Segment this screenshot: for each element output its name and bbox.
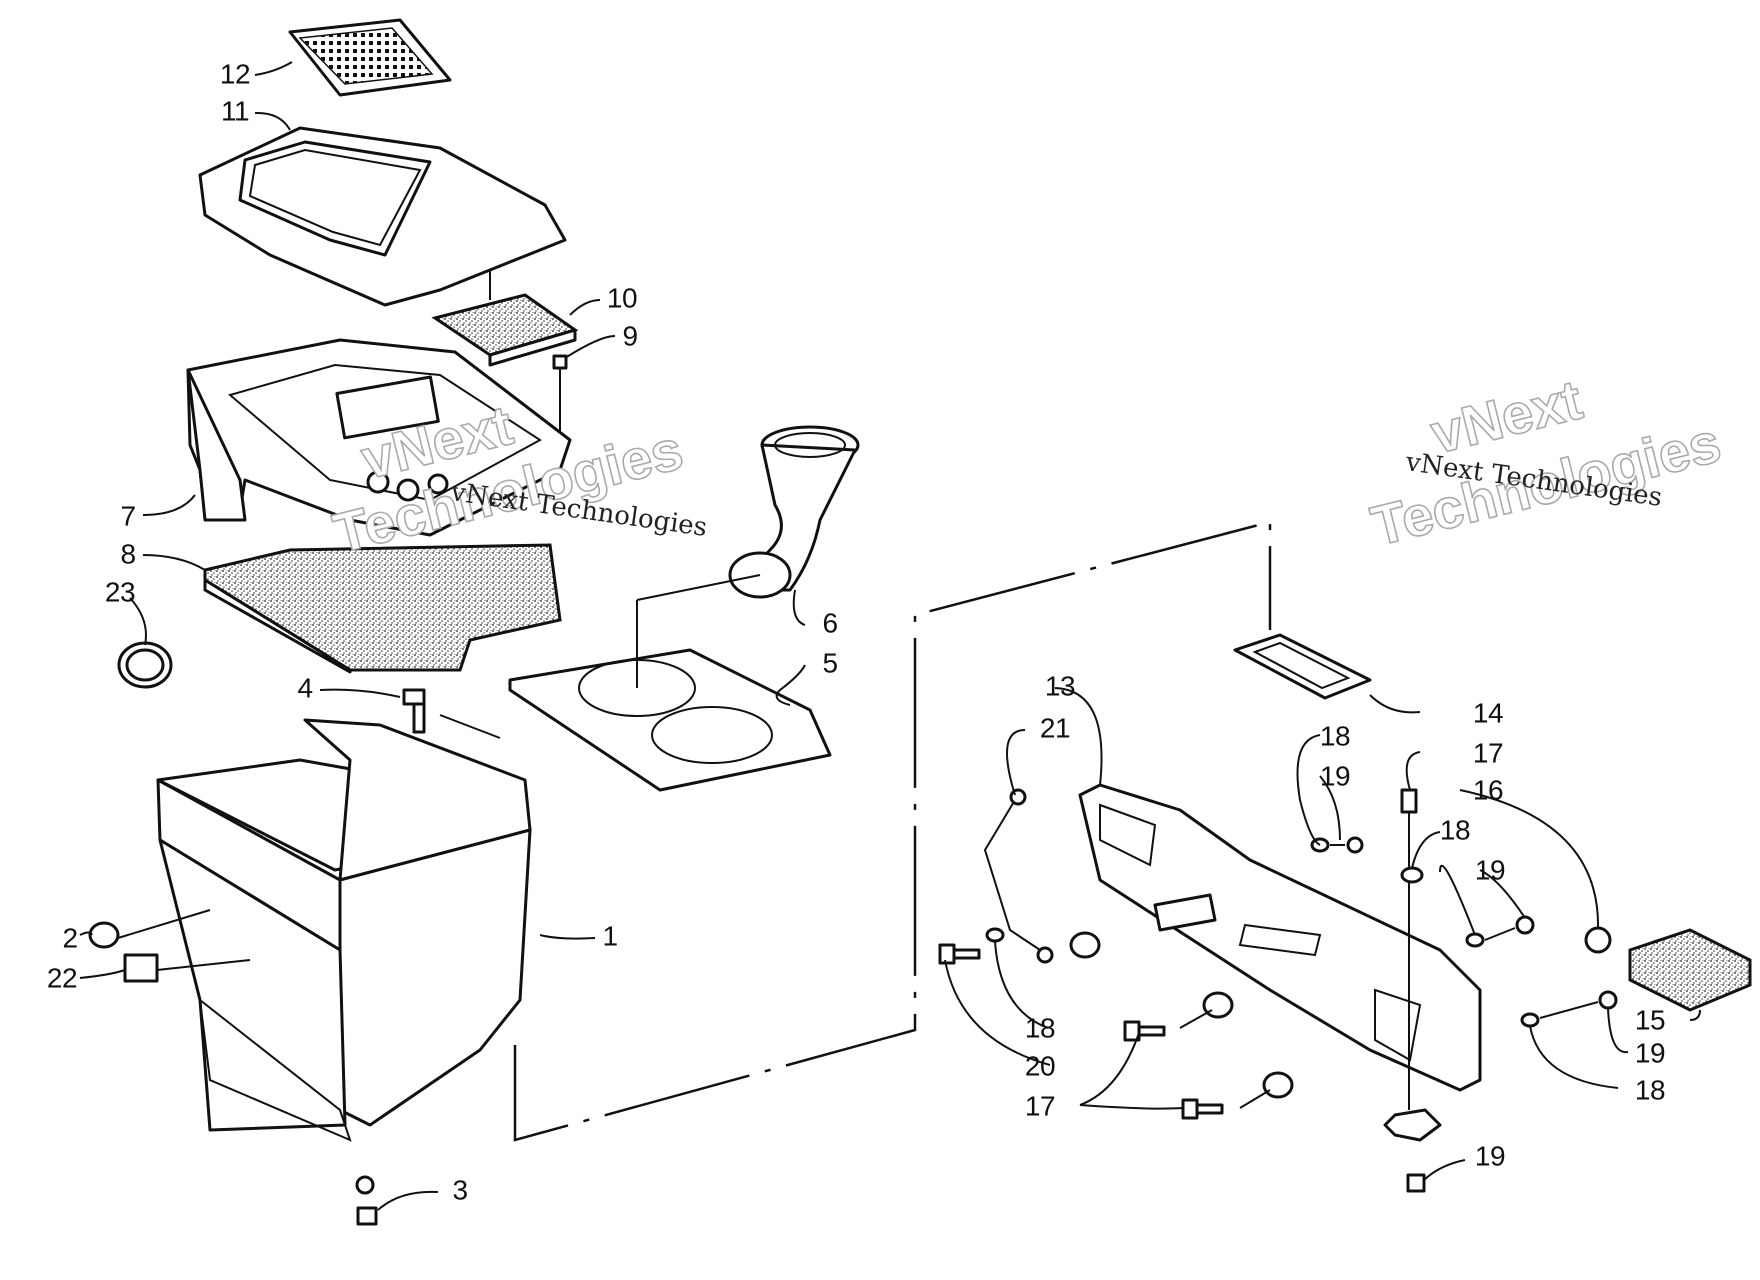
grommet-part-2 [88, 909, 211, 949]
callout-17b: 17 [1025, 1090, 1055, 1121]
callout-22: 22 [47, 962, 77, 993]
callout-leaders [79, 61, 1701, 1211]
watermark-right: vNext Technologies [1364, 367, 1727, 559]
callout-4: 4 [297, 672, 312, 703]
screw-part-9 [552, 354, 568, 440]
callout-12: 12 [220, 58, 250, 89]
clip-part-22 [123, 953, 251, 983]
screw-part-4 [402, 688, 501, 739]
callout-5: 5 [822, 647, 837, 678]
callout-20: 20 [1025, 1050, 1055, 1081]
duct-part-13 [1078, 783, 1482, 1092]
filter-part-15 [1628, 928, 1752, 1012]
callout-11: 11 [221, 95, 249, 126]
clamp-part-23 [117, 641, 173, 689]
callout-15: 15 [1635, 1004, 1665, 1035]
rod-part-21 [983, 788, 1054, 964]
nut-part-3 [356, 1206, 378, 1226]
callout-labels: 12 11 10 9 7 8 23 6 5 4 1 2 22 3 13 14 2… [47, 58, 1666, 1205]
callout-13: 13 [1045, 670, 1075, 701]
callout-8: 8 [120, 538, 135, 569]
callout-17a: 17 [1473, 737, 1503, 768]
air-box-lower-part-1 [156, 718, 532, 1195]
callout-23: 23 [105, 576, 135, 607]
callout-2: 2 [62, 922, 77, 953]
callout-18b: 18 [1440, 814, 1470, 845]
intake-elbow-part-6 [728, 425, 860, 599]
callout-6: 6 [822, 607, 837, 638]
grille-part-12 [288, 18, 452, 97]
gasket-part-14 [1233, 633, 1372, 700]
callout-19d: 19 [1475, 1140, 1505, 1171]
callout-18c: 18 [1025, 1012, 1055, 1043]
air-box-lid-part-11 [198, 126, 567, 307]
air-box-housing-part-7 [186, 338, 572, 537]
callout-21: 21 [1040, 712, 1070, 743]
callout-3: 3 [452, 1174, 467, 1205]
callout-18d: 18 [1635, 1074, 1665, 1105]
callout-16: 16 [1473, 774, 1503, 805]
filter-part-10 [431, 293, 579, 367]
callout-9: 9 [622, 320, 637, 351]
callout-10: 10 [607, 282, 637, 313]
callout-18a: 18 [1320, 720, 1350, 751]
callout-7: 7 [120, 500, 135, 531]
callout-19a: 19 [1320, 760, 1350, 791]
callout-19b: 19 [1475, 854, 1505, 885]
callout-19c: 19 [1635, 1037, 1665, 1068]
callout-14: 14 [1473, 697, 1503, 728]
mounting-plate-part-5 [508, 574, 832, 792]
assembly-dash-line [513, 520, 1272, 1142]
callout-1: 1 [602, 920, 617, 951]
filter-part-8 [203, 543, 562, 674]
